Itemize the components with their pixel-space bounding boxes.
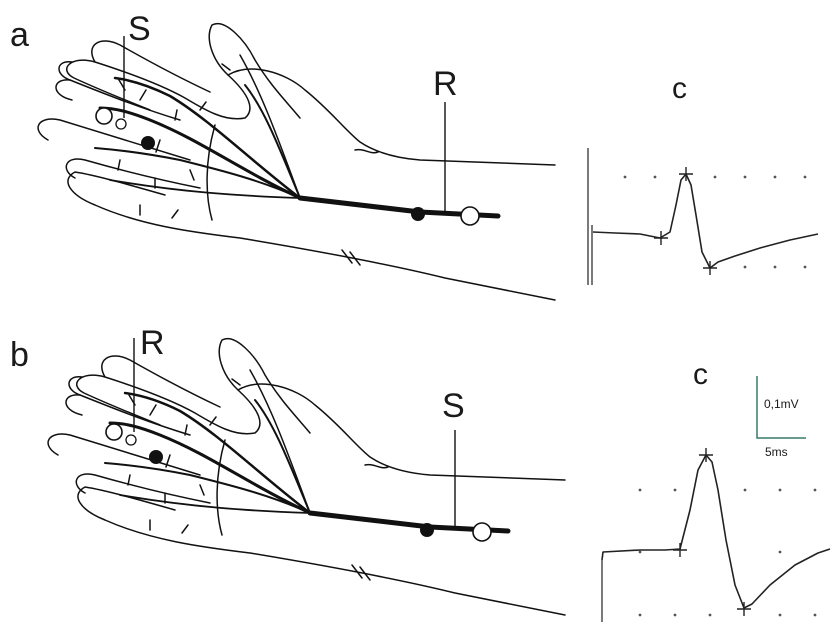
panel-a-label: a — [10, 16, 29, 54]
wrist-electrode-filled-a — [411, 207, 425, 221]
ring-electrode-filled-a — [141, 136, 155, 150]
scale-bar-time: 5ms — [765, 445, 788, 459]
wrist-electrode-filled-b — [420, 523, 434, 537]
panel-b-label: b — [10, 336, 29, 374]
electrode-label-distal-b: R — [140, 324, 165, 362]
trace-label-a: c — [672, 72, 687, 105]
electrode-label-proximal-b: S — [442, 387, 465, 425]
panel-a: a S R c — [10, 10, 818, 300]
wrist-electrode-open-a — [461, 207, 479, 225]
trace-label-b: c — [693, 358, 708, 391]
wrist-electrode-open-b — [473, 523, 491, 541]
nerve-action-potential-a — [593, 174, 818, 268]
electrode-label-proximal-a: R — [433, 65, 458, 103]
peak-markers-a — [654, 167, 717, 275]
hand-illustration-a — [38, 24, 555, 300]
ring-electrode-open-b — [106, 424, 122, 440]
nerve-action-potential-b — [602, 455, 830, 608]
scale-bar-amplitude: 0,1mV — [764, 397, 799, 411]
ring-electrode-filled-b — [149, 450, 163, 464]
panel-b: b R S c 0,1mV 5ms — [10, 324, 830, 622]
ring-electrode-open-small-b — [126, 435, 136, 445]
grid-dots-a — [624, 176, 807, 269]
ring-electrode-open-a — [96, 108, 112, 124]
ring-electrode-open-small-a — [116, 119, 126, 129]
grid-dots-b — [639, 489, 817, 617]
hand-illustration-b — [48, 339, 565, 615]
electrode-label-distal-a: S — [128, 10, 151, 48]
